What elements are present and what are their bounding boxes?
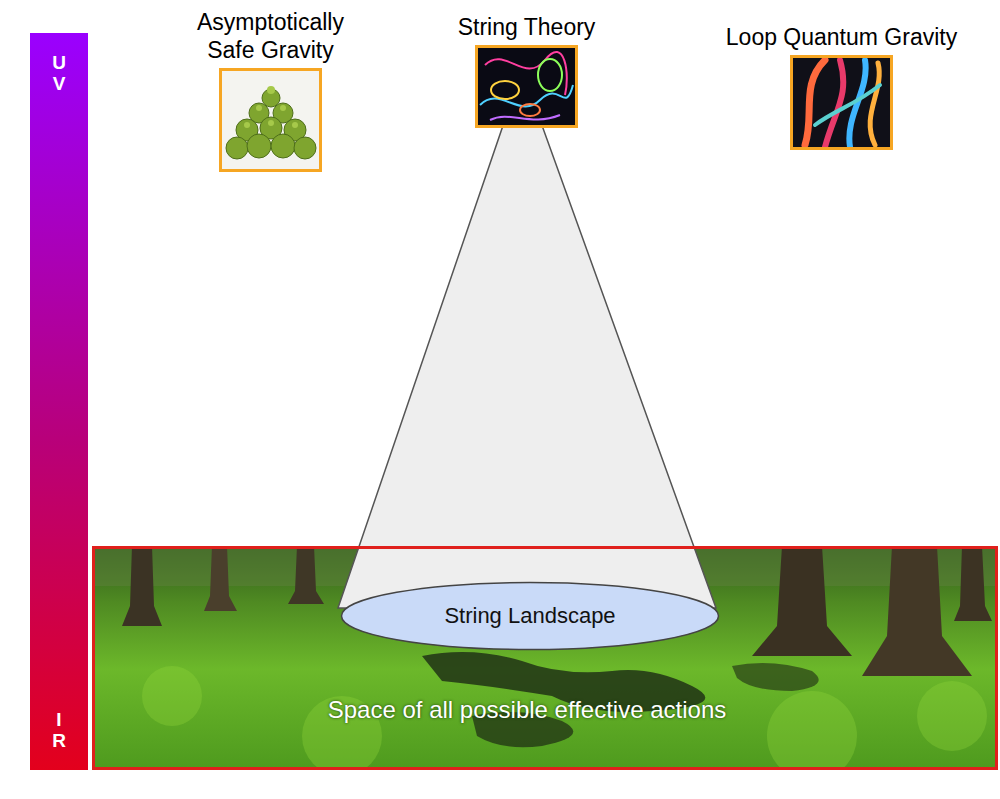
label-text: String Landscape	[444, 603, 615, 629]
uv-ir-bar: U V I R	[30, 33, 88, 770]
loops-picture	[790, 55, 893, 150]
label-text: I R	[50, 710, 69, 752]
romanesco-picture	[219, 68, 322, 172]
landscape-ellipse: String Landscape	[340, 581, 720, 651]
uv-ir-gradient-bar	[30, 33, 88, 770]
strings-picture	[475, 45, 578, 128]
label-text: U V	[50, 53, 69, 95]
label-text: String Theory	[458, 13, 596, 42]
label-text: Space of all possible effective actions	[328, 696, 726, 724]
theory-image-box: Loop Quantum Gravity	[790, 55, 893, 150]
label-text: Asymptotically Safe Gravity	[176, 8, 366, 66]
label-text: Loop Quantum Gravity	[726, 23, 957, 52]
theory-image-box: Asymptotically Safe Gravity	[219, 68, 322, 172]
effective-action-space: Space of all possible effective actions S…	[92, 546, 998, 770]
theory-image-box: String Theory	[475, 45, 578, 128]
